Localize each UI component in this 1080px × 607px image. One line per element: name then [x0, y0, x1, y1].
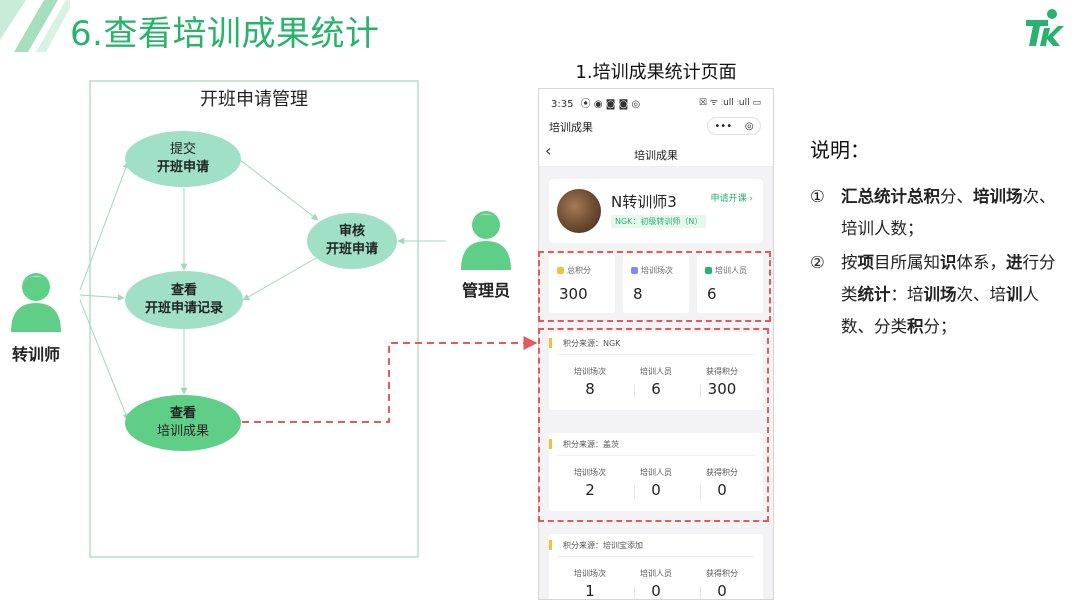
source-card-ngk: 积分来源：NGK 培训场次 培训人员 获得积分 8 6 300: [549, 332, 763, 410]
source-card-peixunbao: 积分来源：培训宝添加 培训场次 培训人员 获得积分 1 0 0: [549, 534, 763, 600]
use-case-view-records-line2: 开班申请记录: [144, 301, 223, 316]
status-time: 3:35: [551, 99, 574, 110]
source-label: 积分来源：盖茨: [563, 440, 619, 449]
explanation-item-2: ② 按项目所属知识体系，进行分类统计：培训场次、培训人数、分类积分；: [810, 247, 1070, 343]
stat-training-sessions: 培训场次 8: [623, 255, 689, 313]
mini-program-capsule[interactable]: ••• ◎: [707, 117, 761, 135]
trainer-actor-icon: [11, 273, 61, 332]
value-sessions: 8: [585, 380, 595, 398]
use-case-submit-line1: 提交: [169, 142, 196, 157]
col-header-trainees: 培训人员: [640, 569, 672, 578]
people-icon: [705, 267, 712, 274]
phone-heading: 1.培训成果统计页面: [575, 62, 737, 83]
nav-bar: ‹ 培训成果: [539, 139, 773, 167]
profile-level-tag: NGK：初级转训师（N）: [611, 215, 707, 228]
status-bar: 3:35 ⦿ ◉ ◙ ◙ ◎ ☒ ᯤ ⫶ull ⫶ull ▭: [539, 89, 773, 113]
source-label: 积分来源：NGK: [563, 339, 621, 348]
stat-trainees-label: 培训人员: [715, 266, 747, 275]
value-points: 300: [707, 380, 737, 398]
divider: [700, 384, 701, 398]
divider: [557, 455, 755, 456]
highlight-totals: [538, 251, 771, 322]
explanation-text-1: 汇总统计总积分、培训场次、培训人数；: [841, 187, 1056, 238]
use-case-submit-line2: 开班申请: [156, 160, 209, 175]
col-header-trainees: 培训人员: [640, 367, 672, 376]
use-case-review-line2: 开班申请: [325, 242, 378, 257]
use-case-view-results-line1: 查看: [169, 406, 196, 421]
stat-total-points: 总积分 300: [549, 255, 615, 313]
stat-trainees: 培训人员 6: [697, 255, 763, 313]
divider: [634, 586, 635, 599]
use-case-submit: 提交 开班申请: [125, 131, 241, 187]
company-logo-icon: [1026, 9, 1064, 46]
stat-training-sessions-value: 8: [633, 285, 643, 303]
divider: [634, 485, 635, 499]
system-boundary-title: 开班申请管理: [200, 89, 308, 110]
use-case-view-results: 查看 培训成果: [125, 395, 241, 451]
sessions-icon: [631, 267, 638, 274]
points-icon: [557, 267, 564, 274]
source-label: 积分来源：培训宝添加: [563, 541, 643, 550]
apply-course-link[interactable]: 申请开课 ›: [710, 194, 753, 204]
stat-total-points-label: 总积分: [567, 266, 591, 275]
value-trainees: 0: [651, 481, 661, 499]
admin-actor-icon: [461, 211, 511, 270]
divider: [634, 384, 635, 398]
profile-card: N转训师3 NGK：初级转训师（N） 申请开课 ›: [549, 179, 763, 243]
source-marker: [549, 540, 552, 550]
value-trainees: 6: [651, 380, 661, 398]
col-header-points: 获得积分: [706, 468, 738, 477]
divider: [700, 586, 701, 599]
explanation-item-1: ① 汇总统计总积分、培训场次、培训人数；: [810, 181, 1070, 245]
explanation-title: 说明：: [810, 138, 870, 162]
source-marker: [549, 439, 552, 449]
stat-training-sessions-label: 培训场次: [641, 266, 673, 275]
phone-screenshot: 3:35 ⦿ ◉ ◙ ◙ ◎ ☒ ᯤ ⫶ull ⫶ull ▭ 培训成果 ••• …: [538, 88, 774, 600]
col-header-sessions: 培训场次: [574, 468, 606, 477]
trainer-label: 转训师: [11, 345, 60, 364]
stat-trainees-value: 6: [707, 285, 717, 303]
explanation-num-2: ②: [810, 253, 825, 272]
value-points: 0: [717, 582, 727, 600]
avatar: [557, 189, 601, 233]
admin-label: 管理员: [461, 281, 510, 300]
divider: [557, 556, 755, 557]
stat-total-points-value: 300: [559, 285, 588, 303]
status-icons: ⦿ ◉ ◙ ◙ ◎: [580, 99, 641, 110]
col-header-trainees: 培训人员: [640, 468, 672, 477]
back-arrow-icon[interactable]: ‹: [545, 141, 552, 160]
source-card-gates: 积分来源：盖茨 培训场次 培训人员 获得积分 2 0 0: [549, 433, 763, 511]
system-boundary: [89, 80, 419, 558]
nav-title: 培训成果: [634, 149, 678, 162]
value-sessions: 1: [585, 582, 595, 600]
value-trainees: 0: [651, 582, 661, 600]
col-header-points: 获得积分: [706, 367, 738, 376]
status-right-icons: ☒ ᯤ ⫶ull ⫶ull ▭: [698, 98, 761, 108]
app-title: 培训成果: [549, 121, 593, 134]
use-case-view-records-line1: 查看: [170, 283, 197, 298]
explanation-text-2: 按项目所属知识体系，进行分类统计：培训场次、培训人数、分类积分；: [841, 253, 1056, 336]
app-title-bar: 培训成果 ••• ◎: [539, 113, 773, 139]
explanation-num-1: ①: [810, 187, 825, 206]
use-case-review-line1: 审核: [338, 224, 365, 239]
source-marker: [549, 338, 552, 348]
highlight-categories: [538, 328, 769, 522]
value-sessions: 2: [585, 481, 595, 499]
use-case-view-results-line2: 培训成果: [156, 424, 209, 439]
col-header-sessions: 培训场次: [574, 367, 606, 376]
more-icon[interactable]: •••: [714, 120, 733, 132]
header-decoration: [0, 0, 70, 52]
col-header-sessions: 培训场次: [574, 569, 606, 578]
use-case-review: 审核 开班申请: [307, 213, 397, 269]
use-case-view-records: 查看 开班申请记录: [125, 271, 243, 329]
profile-name: N转训师3: [611, 193, 677, 211]
divider: [557, 354, 755, 355]
page-title: 6.查看培训成果统计: [70, 14, 380, 54]
close-target-icon[interactable]: ◎: [744, 120, 754, 132]
value-points: 0: [717, 481, 727, 499]
divider: [700, 485, 701, 499]
col-header-points: 获得积分: [706, 569, 738, 578]
